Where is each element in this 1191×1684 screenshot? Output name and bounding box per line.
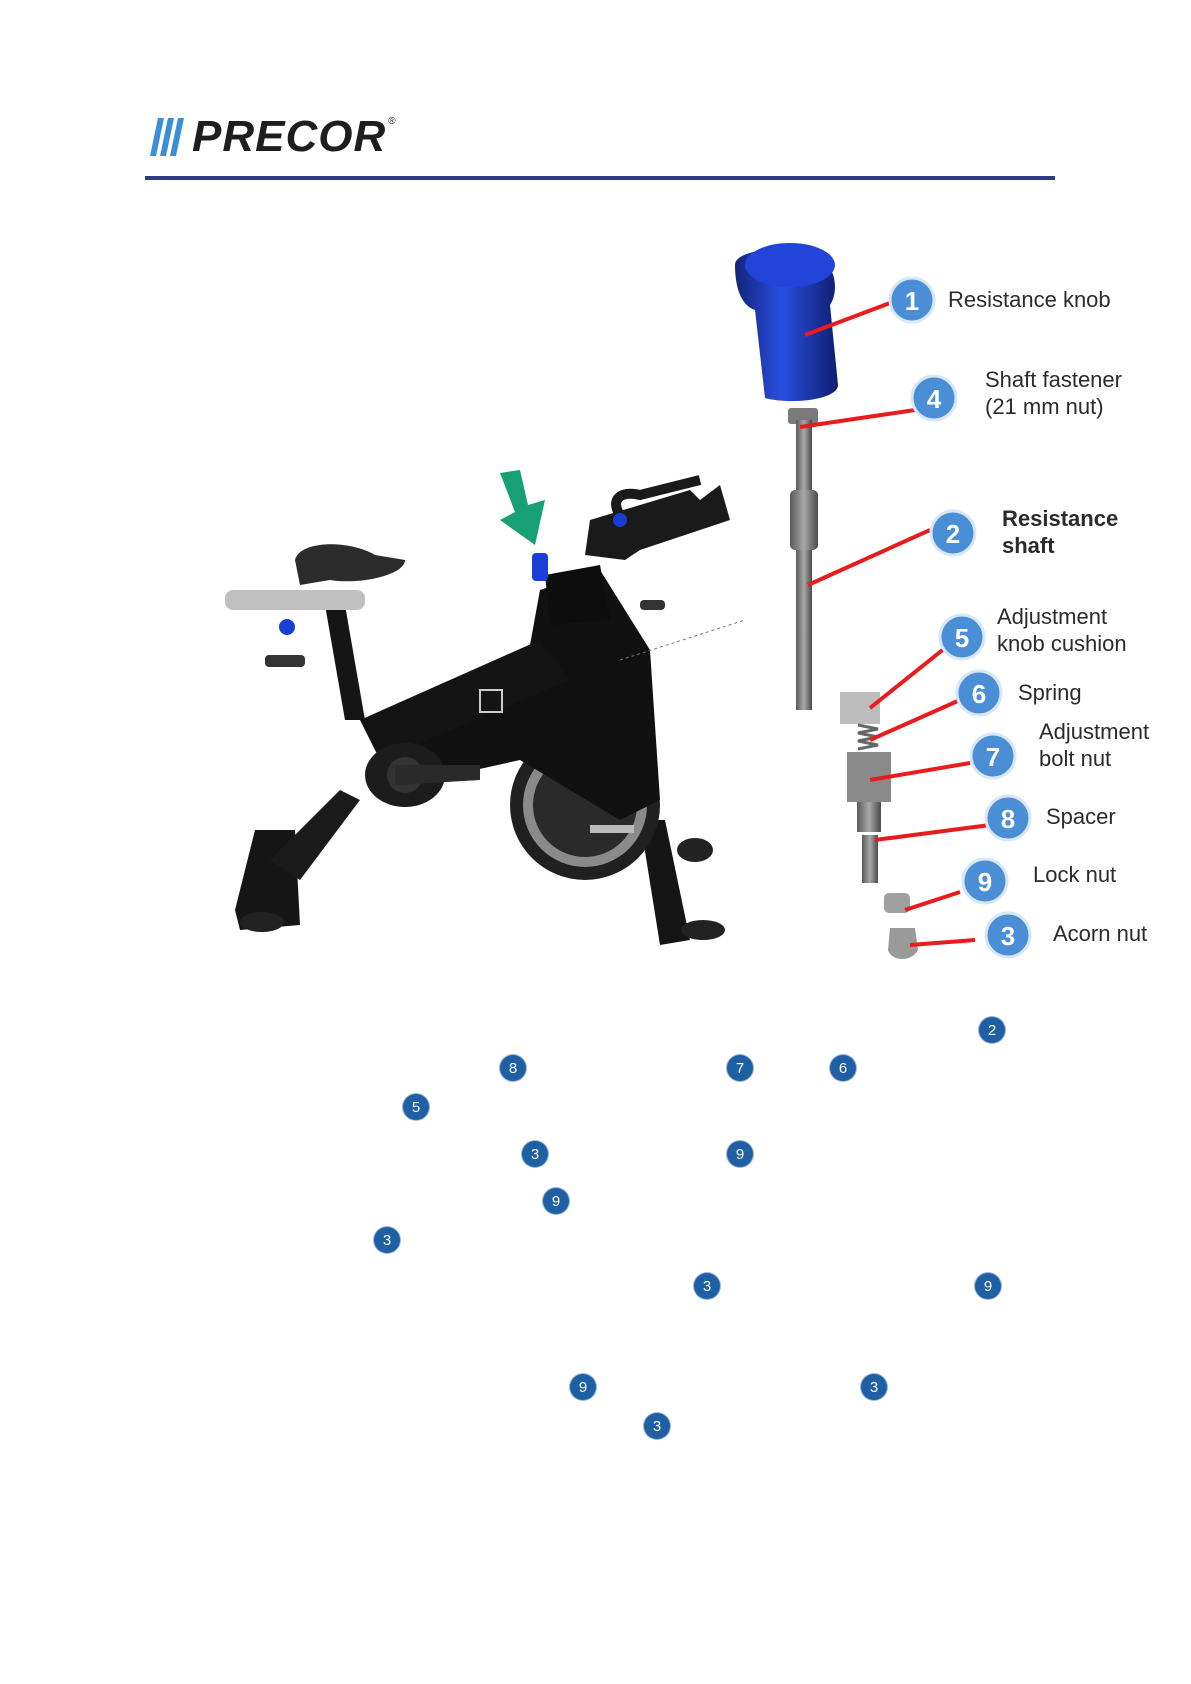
inline-badge-3: 3 [522, 1141, 548, 1167]
callout-label-2: Resistance shaft [1002, 505, 1118, 559]
inline-badge-7: 7 [727, 1055, 753, 1081]
callout-label-3: Acorn nut [1053, 920, 1147, 947]
inline-badge-3: 3 [694, 1273, 720, 1299]
inline-badge-6: 6 [830, 1055, 856, 1081]
inline-badge-9: 9 [570, 1374, 596, 1400]
inline-badge-9: 9 [727, 1141, 753, 1167]
callout-number-8: 8 [1001, 804, 1015, 834]
callout-number-9: 9 [978, 867, 992, 897]
callout-label-6: Spring [1018, 679, 1082, 706]
inline-badge-3: 3 [374, 1227, 400, 1253]
inline-badge-2: 2 [979, 1017, 1005, 1043]
callout-label-9: Lock nut [1033, 861, 1116, 888]
callout-label-7: Adjustment bolt nut [1039, 718, 1149, 772]
callout-label-8: Spacer [1046, 803, 1116, 830]
callout-number-5: 5 [955, 623, 969, 653]
callout-label-4: Shaft fastener (21 mm nut) [985, 366, 1122, 420]
callout-label-1: Resistance knob [948, 286, 1111, 313]
inline-badge-5: 5 [403, 1094, 429, 1120]
callout-number-4: 4 [927, 384, 942, 414]
callout-number-3: 3 [1001, 921, 1015, 951]
inline-badge-3: 3 [644, 1413, 670, 1439]
callout-number-7: 7 [986, 742, 1000, 772]
callout-number-6: 6 [972, 679, 986, 709]
callout-circles: 1 4 2 5 6 7 8 9 3 [0, 0, 1191, 1000]
inline-badge-9: 9 [975, 1273, 1001, 1299]
inline-badge-8: 8 [500, 1055, 526, 1081]
inline-badge-9: 9 [543, 1188, 569, 1214]
callout-number-1: 1 [905, 286, 919, 316]
inline-badge-3: 3 [861, 1374, 887, 1400]
callout-label-5: Adjustment knob cushion [997, 603, 1127, 657]
callout-number-2: 2 [946, 519, 960, 549]
